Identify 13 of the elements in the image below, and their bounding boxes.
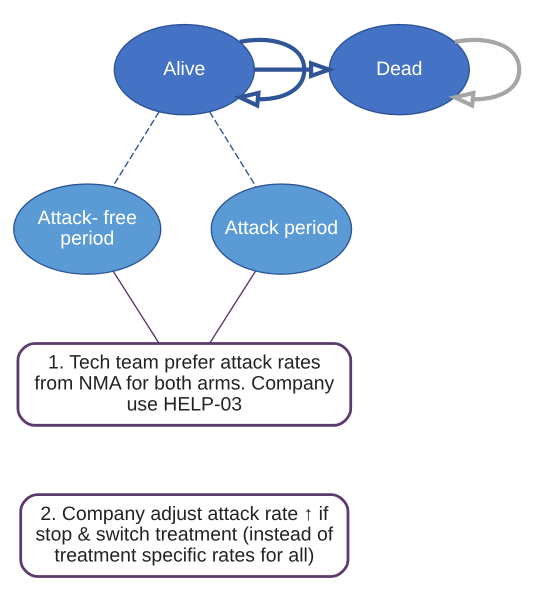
connector xyxy=(112,111,160,187)
connector xyxy=(209,270,256,344)
arrow xyxy=(234,38,306,109)
node-ellipse: Alive xyxy=(114,24,256,116)
node-box: 1. Tech team prefer attack rates from NMA for both arms. Company use HELP-03 xyxy=(16,342,352,427)
node-box: 2. Company adjust attack rate ↑ if stop & switch treatment (instead of treatment specific rates for all) xyxy=(19,493,350,578)
node-ellipse: Attack- free period xyxy=(13,183,162,275)
connector xyxy=(209,111,257,187)
node-ellipse: Dead xyxy=(328,24,470,116)
connector xyxy=(112,270,160,344)
node-ellipse: Attack period xyxy=(210,183,352,275)
arrow xyxy=(254,60,336,79)
arrow xyxy=(448,38,522,109)
